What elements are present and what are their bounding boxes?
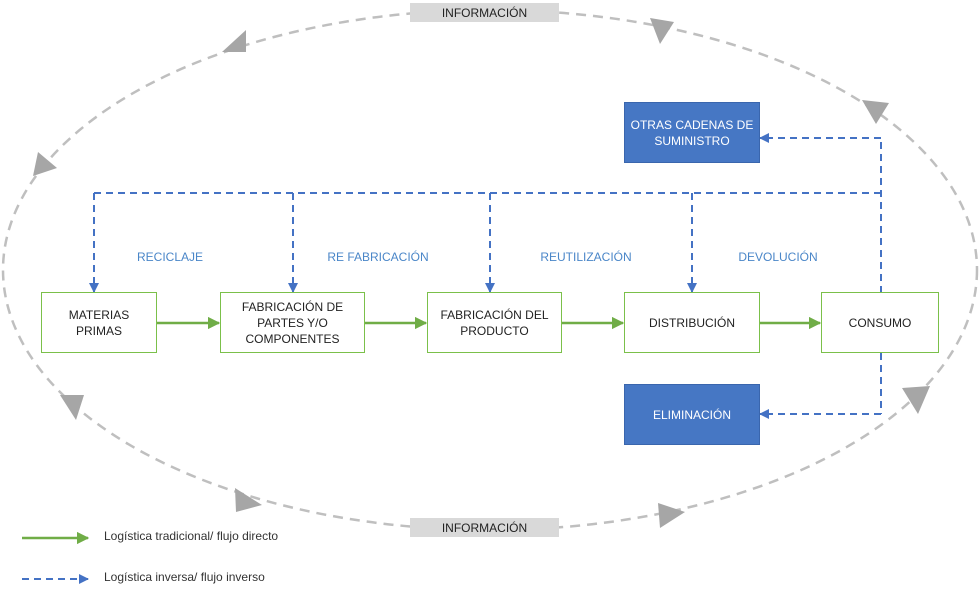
cycle-arrowhead-icon: [862, 100, 889, 124]
cycle-arrowhead-icon: [222, 30, 246, 52]
node-label: CONSUMO: [848, 315, 912, 330]
cycle-arrowhead-icon: [235, 488, 262, 512]
node-label: DISTRIBUCIÓN: [648, 315, 735, 330]
node-fabricacion-producto: FABRICACIÓN DEL PRODUCTO: [427, 292, 562, 353]
node-consumo: CONSUMO: [821, 292, 939, 353]
node-label: FABRICACIÓN DE PARTES Y/O COMPONENTES: [241, 299, 344, 346]
node-label: FABRICACIÓN DEL PRODUCTO: [440, 307, 549, 338]
cycle-arrowhead-icon: [60, 395, 84, 420]
node-label: OTRAS CADENAS DE SUMINISTRO: [630, 117, 754, 148]
node-label: ELIMINACIÓN: [652, 407, 731, 422]
info-label-top: INFORMACIÓN: [410, 3, 559, 22]
node-label: MATERIAS PRIMAS: [68, 307, 130, 338]
cycle-arrowhead-icon: [33, 152, 57, 176]
cycle-arrowheads: [33, 18, 930, 528]
label-refabricacion: RE FABRICACIÓN: [327, 250, 429, 264]
node-materias-primas: MATERIAS PRIMAS: [41, 292, 157, 353]
inverse-flow-arrows: [89, 133, 882, 419]
label-devolucion: DEVOLUCIÓN: [738, 250, 818, 264]
node-distribucion: DISTRIBUCIÓN: [624, 292, 760, 353]
node-fabricacion-partes: FABRICACIÓN DE PARTES Y/O COMPONENTES: [220, 292, 365, 353]
cycle-arrowhead-icon: [650, 18, 674, 44]
node-otras-cadenas: OTRAS CADENAS DE SUMINISTRO: [624, 102, 760, 163]
legend-direct-label: Logística tradicional/ flujo directo: [104, 529, 279, 543]
label-reciclaje: RECICLAJE: [136, 250, 204, 264]
node-eliminacion: ELIMINACIÓN: [624, 384, 760, 445]
label-reutilizacion: REUTILIZACIÓN: [540, 250, 632, 264]
info-label-bottom: INFORMACIÓN: [410, 518, 559, 537]
cycle-arrowhead-icon: [902, 386, 930, 414]
cycle-arrowhead-icon: [658, 503, 685, 528]
legend-inverse-label: Logística inversa/ flujo inverso: [104, 570, 265, 584]
